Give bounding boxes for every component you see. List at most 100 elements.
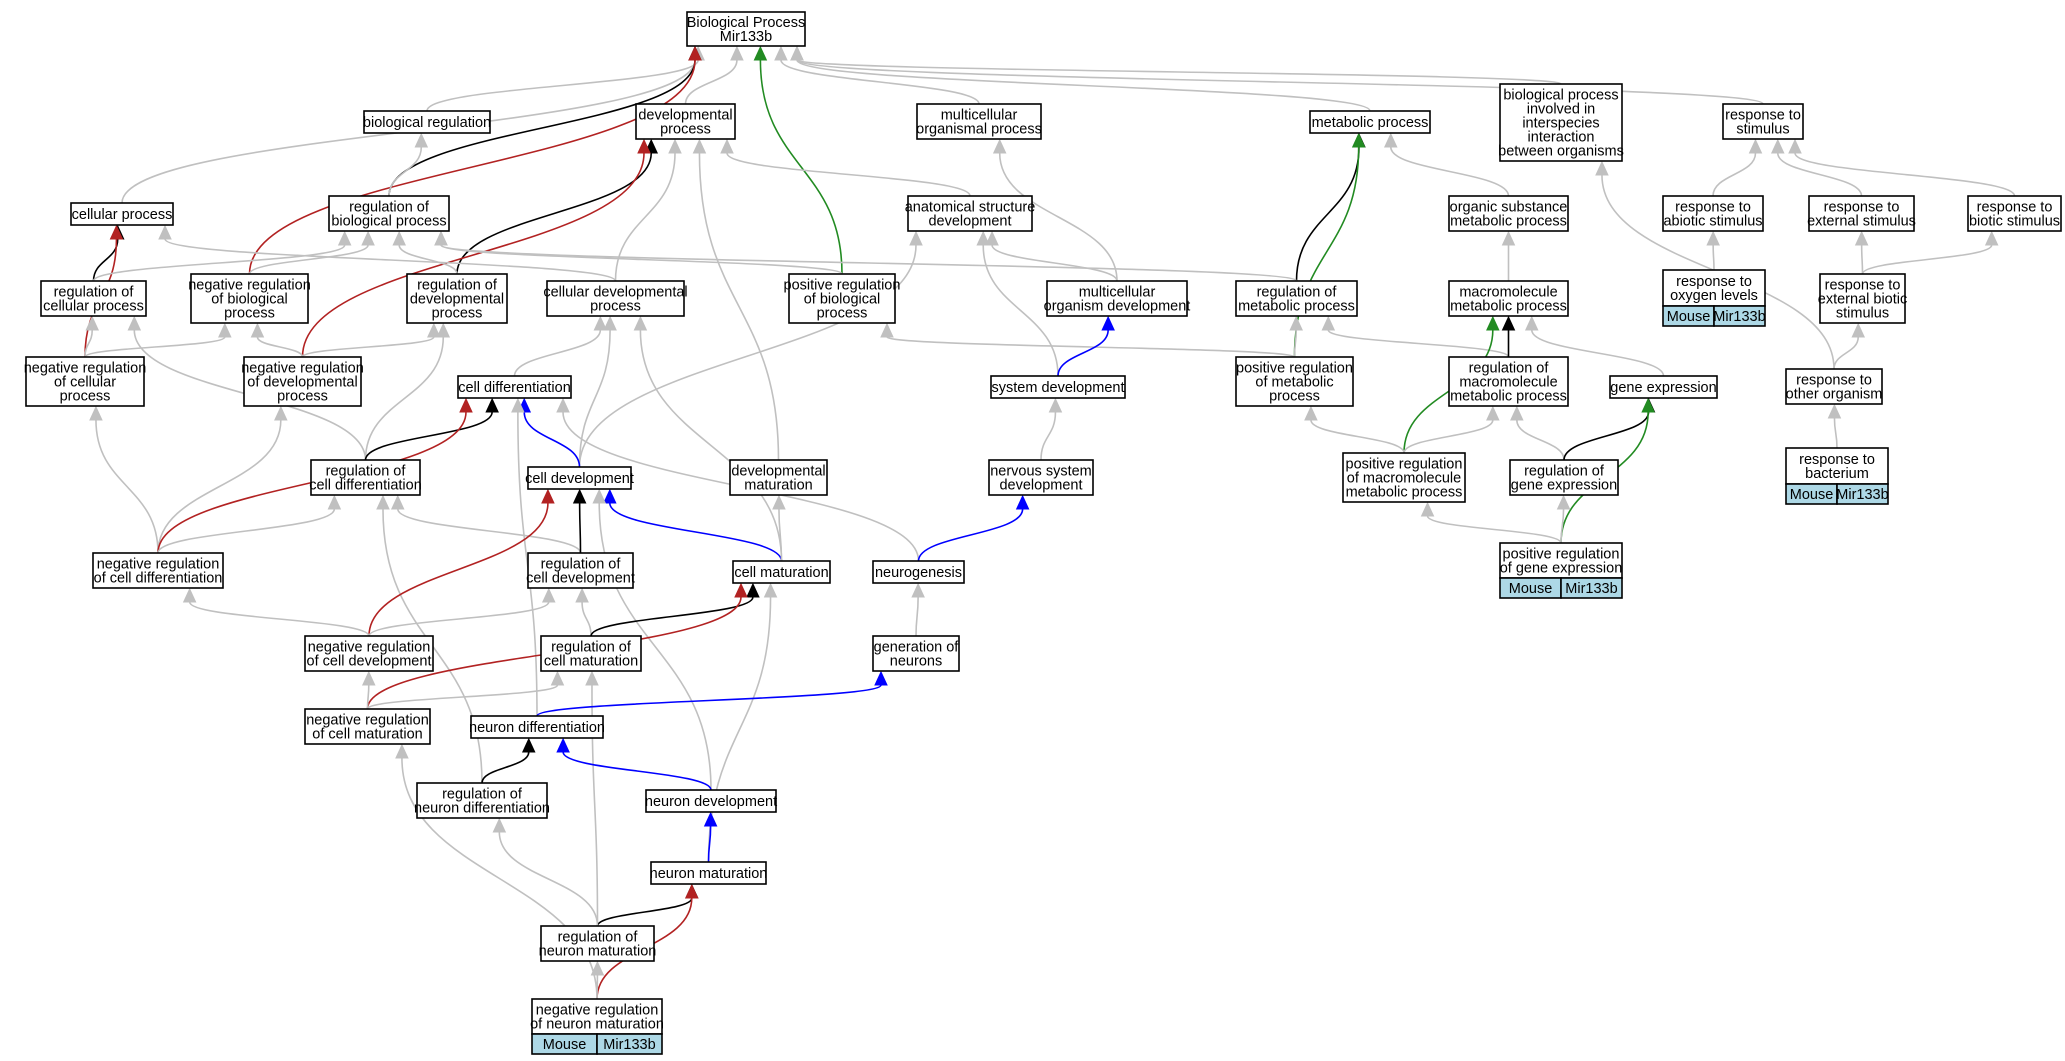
node-label-line: response to	[1799, 452, 1875, 468]
go-term-node-geneexp[interactable]: gene expression	[1609, 375, 1718, 399]
node-label-line: metabolic process	[1312, 115, 1429, 131]
edge-is-a	[513, 329, 602, 377]
node-label-line: neuron maturation	[539, 944, 657, 960]
go-term-node-celldiff[interactable]: cell differentiation	[457, 375, 572, 399]
node-label-line: response to	[1676, 274, 1752, 290]
go-term-node-cellmat[interactable]: cell maturation	[732, 560, 831, 584]
edge-is-a	[1833, 417, 1838, 449]
edges-layer	[84, 45, 2016, 1000]
annotation-cell	[1836, 483, 1889, 505]
arrowhead	[1383, 132, 1398, 148]
annotation-species: Mouse	[1667, 309, 1711, 325]
node-label-line: regulation of	[1257, 285, 1338, 301]
edge-part-of	[578, 502, 582, 554]
arrowhead	[1641, 397, 1655, 413]
edge-is-a	[1516, 419, 1565, 461]
edge-positively-regulates	[759, 59, 843, 275]
go-term-node-metab[interactable]: metabolic process	[1309, 110, 1431, 134]
go-term-node-cellproc[interactable]: cellular process	[70, 202, 174, 226]
node-box	[686, 11, 806, 47]
node-label-line: neuron differentiation	[469, 720, 605, 736]
node-box	[531, 998, 663, 1035]
node-box	[1499, 83, 1623, 162]
go-term-node-neurmat[interactable]: neuron maturation	[650, 861, 768, 885]
go-term-node-celldev[interactable]: cell development	[525, 466, 634, 490]
node-box	[527, 552, 634, 589]
arrowhead	[337, 230, 352, 246]
node-label-line: metabolic process	[1238, 299, 1355, 315]
node-box	[872, 635, 960, 672]
node-label-line: of cellular	[54, 375, 116, 391]
go-term-node-sysdev[interactable]: system development	[990, 375, 1126, 399]
edge-regulates-direct	[536, 684, 882, 717]
arrowhead	[575, 587, 589, 603]
edge-is-a	[95, 419, 159, 554]
edge-is-a	[396, 508, 582, 554]
node-box	[540, 635, 642, 672]
edge-is-a	[684, 59, 738, 105]
edge-is-a	[366, 684, 559, 710]
node-box	[92, 552, 224, 589]
node-label-line: generation of	[874, 640, 960, 656]
edge-is-a	[388, 146, 423, 197]
node-label-line: regulation of	[442, 787, 523, 803]
node-label-line: process	[60, 389, 111, 405]
edge-is-a	[1310, 419, 1405, 454]
arrowhead	[1556, 494, 1571, 510]
go-term-node-neurogen[interactable]: neurogenesis	[872, 560, 965, 584]
node-label-line: cell maturation	[544, 654, 638, 670]
go-term-node-neurdiff[interactable]: neuron differentiation	[469, 715, 605, 739]
node-box	[650, 861, 767, 885]
go-term-node-bioreg[interactable]: biological regulation	[363, 110, 491, 134]
arrowhead	[1420, 501, 1435, 517]
node-label-line: system development	[992, 380, 1125, 396]
node-box	[907, 195, 1033, 232]
arrowhead	[688, 45, 702, 61]
go-term-node-neurdev[interactable]: neuron development	[645, 789, 777, 813]
edge-is-a	[1560, 508, 1565, 544]
edge-is-a	[188, 601, 370, 637]
